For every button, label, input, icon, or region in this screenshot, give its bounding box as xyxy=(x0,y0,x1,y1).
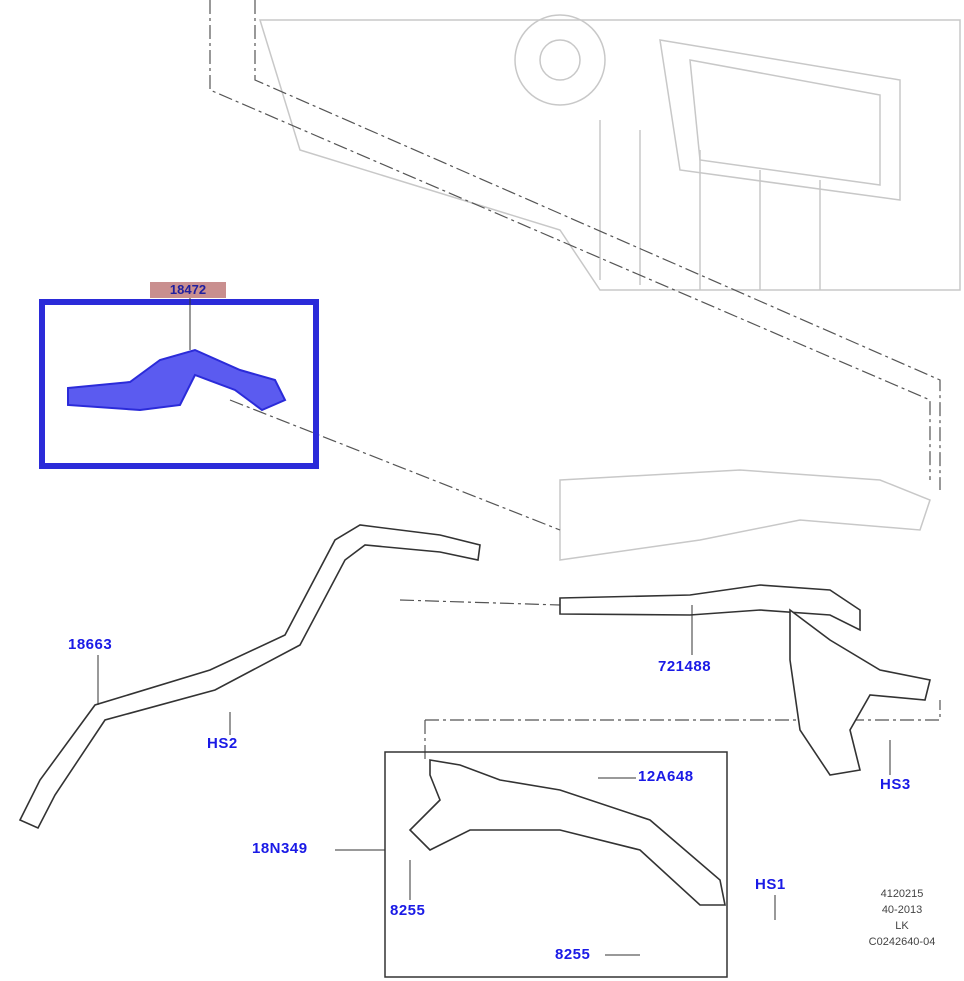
callout-hs1[interactable]: HS1 xyxy=(755,876,786,893)
callout-18663[interactable]: 18663 xyxy=(68,636,113,653)
callout-8255-upper[interactable]: 8255 xyxy=(390,902,426,919)
callout-hs3[interactable]: HS3 xyxy=(880,776,911,793)
leader-lines xyxy=(209,0,941,760)
reference-line-2: 40-2013 xyxy=(881,904,923,916)
highlighted-part-label[interactable]: 18472 xyxy=(150,282,226,298)
callout-721488[interactable]: 721488 xyxy=(658,658,712,675)
callout-18n349[interactable]: 18N349 xyxy=(252,840,308,857)
callout-lines xyxy=(97,605,891,956)
hose-18472 xyxy=(67,348,287,412)
reference-line-4: C0242640-04 xyxy=(868,936,936,948)
callout-hs2[interactable]: HS2 xyxy=(207,735,238,752)
callout-8255-lower[interactable]: 8255 xyxy=(555,946,591,963)
highlight-box xyxy=(39,299,319,469)
hose-drawings xyxy=(18,524,931,906)
reference-block: 4120215 40-2013 LK C0242640-04 xyxy=(842,886,962,950)
reference-line-1: 4120215 xyxy=(880,888,924,900)
reference-line-3: LK xyxy=(895,920,909,932)
callout-12a648[interactable]: 12A648 xyxy=(638,768,694,785)
assembly-box xyxy=(384,751,728,978)
hvac-unit-drawing xyxy=(258,14,961,561)
